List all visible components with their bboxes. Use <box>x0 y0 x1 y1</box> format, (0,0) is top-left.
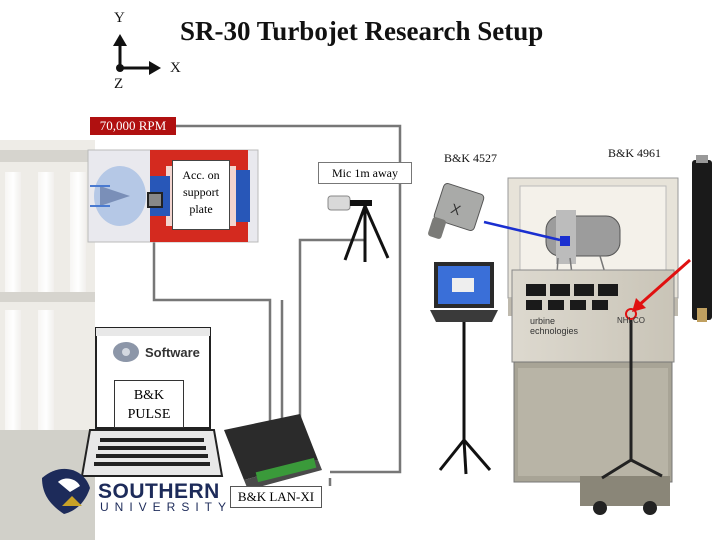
accelerometer-label-line2: support <box>183 185 219 199</box>
test-bench <box>507 177 679 515</box>
page-title: SR-30 Turbojet Research Setup <box>180 16 544 46</box>
background-building <box>0 140 95 540</box>
pulse-label-line1: B&K <box>133 388 165 403</box>
microphone-tripod <box>327 195 390 262</box>
accelerometer-arrow <box>483 220 570 246</box>
software-label: Software <box>145 345 200 360</box>
microphone-arrow <box>632 258 691 312</box>
rpm-label: 70,000 RPM <box>90 117 176 135</box>
x-axis-label: X <box>170 60 181 76</box>
bench-manufacturer-line1: urbine echnologies <box>530 316 578 336</box>
sensor-4961-label: B&K 4961 <box>608 146 662 160</box>
university-logo-subtitle: UNIVERSITY <box>100 500 233 514</box>
sensor-4527-label: B&K 4527 <box>444 151 498 165</box>
mic-distance-label: Mic 1m away <box>318 162 412 184</box>
lanxi-label: B&K LAN-XI <box>230 486 322 508</box>
laptop-stand <box>430 262 498 475</box>
pulse-label: B&K PULSE <box>114 380 184 428</box>
y-axis-label: Y <box>114 10 125 26</box>
pulse-label-line2: PULSE <box>127 407 171 422</box>
bench-manufacturer-text2: echnologies <box>530 326 579 336</box>
accelerometer-label-line1: Acc. on <box>182 168 220 182</box>
university-logo-emblem <box>42 468 90 514</box>
bench-manufacturer-text1: urbine <box>530 316 556 326</box>
accelerometer-label: Acc. on support plate <box>172 160 230 230</box>
microphone-4961 <box>692 155 712 322</box>
z-axis-label: Z <box>114 76 124 92</box>
coordinate-axes <box>113 34 161 75</box>
microphone-stand <box>601 308 663 480</box>
accelerometer-label-line3: plate <box>189 202 213 216</box>
accelerometer-4527: X <box>428 182 485 239</box>
lanxi-frontend <box>224 414 322 490</box>
university-logo-name: SOUTHERN <box>98 480 220 503</box>
bench-model-label: NHLCO <box>617 316 646 325</box>
